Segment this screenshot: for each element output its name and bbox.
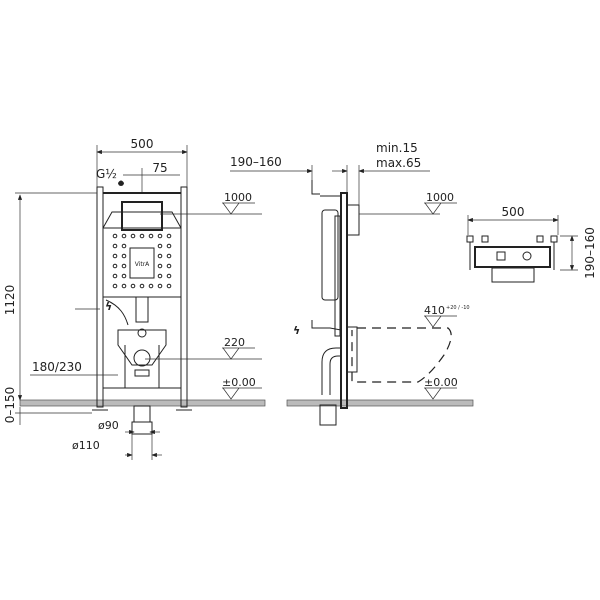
toilet-bowl-outline <box>351 327 452 383</box>
floor-adjust-dimension: 0–150 <box>3 387 17 424</box>
panel-hole <box>112 253 118 259</box>
panel-hole <box>148 233 154 239</box>
floor <box>19 399 266 407</box>
brand-logo: VitrA <box>135 261 150 268</box>
panel-hole <box>166 243 172 249</box>
level-triangle-icon <box>222 387 240 400</box>
panel-hole <box>157 253 163 259</box>
panel-hole <box>148 283 154 289</box>
level-0: ±0.00 <box>424 376 458 400</box>
svg-text:1000: 1000 <box>224 191 252 204</box>
front-view: VitrA 500 G½ 75 1120 0–150 180/230 ϟ ø90… <box>3 137 266 460</box>
panel-hole <box>121 283 127 289</box>
side-view: ϟ 190–160 min.15 max.65 1000 410 +20 / -… <box>230 141 474 426</box>
inlet-label: G½ <box>96 167 117 181</box>
wall-min: min.15 <box>376 141 418 155</box>
panel-hole <box>121 233 127 239</box>
plan-width-dimension: 500 <box>502 205 525 219</box>
logo-box <box>129 247 155 279</box>
level-triangle-icon <box>424 315 442 328</box>
panel-hole <box>157 273 163 279</box>
flush-plate <box>346 204 360 236</box>
panel-hole <box>166 263 172 269</box>
panel-hole <box>130 233 136 239</box>
left-post <box>96 186 104 408</box>
bowl-tolerance: +20 / -10 <box>446 305 470 311</box>
plan-drain <box>491 267 535 283</box>
wall-max: max.65 <box>376 156 421 170</box>
level-1000: 1000 <box>359 191 457 215</box>
panel-hole <box>121 253 127 259</box>
depth-dimension: 190–160 <box>230 155 282 169</box>
panel-hole <box>121 263 127 269</box>
panel-hole <box>139 233 145 239</box>
electrical-icon: ϟ <box>293 324 300 337</box>
plan-view: 500 190–160 <box>466 205 597 283</box>
wall-frame <box>340 192 348 409</box>
drain-unit <box>117 329 167 366</box>
svg-text:±0.00: ±0.00 <box>424 376 458 389</box>
level-triangle-icon <box>424 387 442 400</box>
pipe-small-diameter: ø90 <box>98 419 119 432</box>
inlet-offset-dimension: 75 <box>152 161 167 175</box>
level-triangle-icon <box>222 202 240 215</box>
cistern <box>321 209 339 301</box>
panel-hole <box>112 273 118 279</box>
right-post <box>180 186 188 408</box>
electrical-icon: ϟ <box>105 300 112 313</box>
drain-spacing-dimension: 180/230 <box>32 360 82 374</box>
panel-hole <box>157 233 163 239</box>
svg-text:±0.00: ±0.00 <box>222 376 256 389</box>
panel-hole <box>112 283 118 289</box>
panel-hole <box>166 233 172 239</box>
floor <box>286 399 474 407</box>
panel-hole <box>157 243 163 249</box>
level-1000: 1000 <box>160 191 262 215</box>
panel-hole <box>166 283 172 289</box>
panel-hole <box>112 263 118 269</box>
width-dimension: 500 <box>131 137 154 151</box>
panel-hole <box>139 283 145 289</box>
panel-hole <box>130 283 136 289</box>
svg-text:410: 410 <box>424 304 445 317</box>
level-triangle-icon <box>222 347 240 360</box>
panel-hole <box>157 283 163 289</box>
level-220: 220 <box>145 336 262 360</box>
svg-text:1000: 1000 <box>426 191 454 204</box>
svg-text:220: 220 <box>224 336 245 349</box>
panel-holes <box>112 233 172 289</box>
level-triangle-icon <box>424 202 442 215</box>
panel-hole <box>112 233 118 239</box>
level-0: ±0.00 <box>222 376 262 400</box>
water-drop-icon <box>118 180 124 186</box>
panel-hole <box>166 273 172 279</box>
plan-depth-dimension: 190–160 <box>583 227 597 279</box>
height-dimension: 1120 <box>3 285 17 316</box>
panel-hole <box>166 253 172 259</box>
panel-hole <box>157 263 163 269</box>
level-410: 410 +20 / -10 <box>424 304 470 328</box>
pipe-large-diameter: ø110 <box>72 439 100 452</box>
panel-hole <box>121 273 127 279</box>
panel-hole <box>121 243 127 249</box>
flush-opening <box>121 201 163 231</box>
panel-hole <box>112 243 118 249</box>
plan-frame <box>474 246 551 268</box>
